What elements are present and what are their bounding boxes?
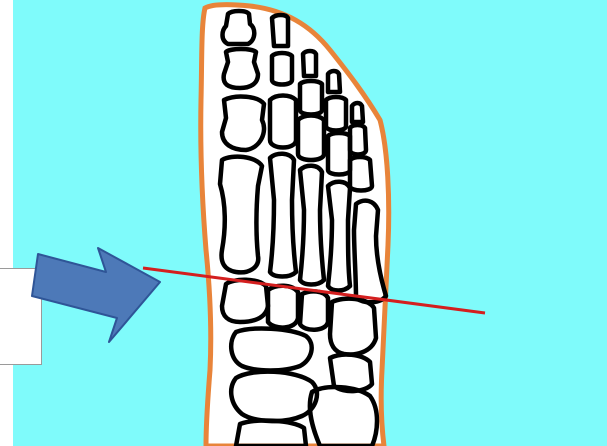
pointer-arrow <box>32 248 160 342</box>
foot-outline <box>201 5 389 446</box>
